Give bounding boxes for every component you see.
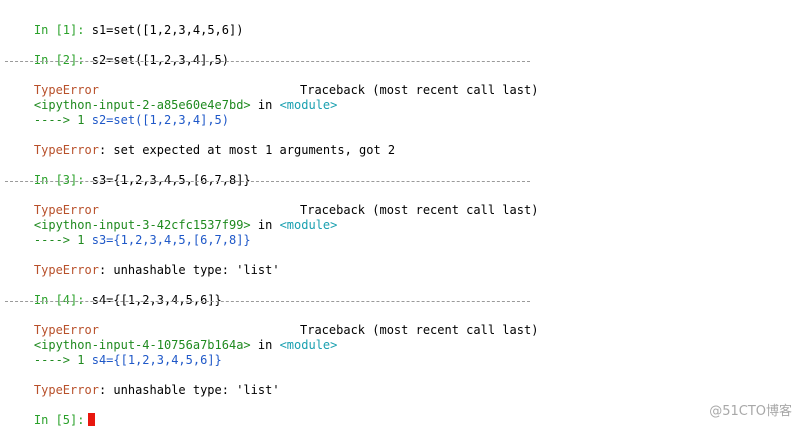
error-message-line: TypeError: unhashable type: 'list' (33, 383, 280, 397)
text-cursor[interactable] (88, 413, 96, 426)
arrow-marker: ----> 1 (33, 353, 85, 367)
in-word: in (257, 218, 273, 232)
module-reference: <module> (279, 338, 338, 352)
module-reference: <module> (279, 98, 338, 112)
input-line-1: In [1]: s1=set([1,2,3,4,5,6]) (5, 8, 244, 37)
error-type: TypeError (33, 83, 99, 97)
traceback-divider (5, 301, 530, 302)
traceback-location: <ipython-input-2-a85e60e4e7bd> in <modul… (5, 83, 337, 112)
error-type: TypeError (33, 263, 99, 277)
input-prompt: In [3]: (33, 173, 85, 187)
input-code: s1=set([1,2,3,4,5,6]) (91, 23, 244, 37)
traceback-header: TypeError Traceback (most recent call las… (5, 308, 539, 337)
arrow-marker: ----> 1 (33, 113, 85, 127)
error-code: s2=set([1,2,3,4],5) (91, 113, 229, 127)
error-type: TypeError (33, 143, 99, 157)
traceback-location: <ipython-input-4-10756a7b164a> in <modul… (5, 323, 337, 352)
traceback-header: TypeError Traceback (most recent call las… (5, 188, 539, 217)
input-code: s2=set([1,2,3,4],5) (91, 53, 229, 67)
traceback-divider (5, 61, 530, 62)
error-code: s4={[1,2,3,4,5,6]} (91, 353, 222, 367)
error-message-line: TypeError: unhashable type: 'list' (33, 263, 280, 277)
error-message: unhashable type: 'list' (113, 263, 280, 277)
input-line-4: In [4]: s4={[1,2,3,4,5,6]} (5, 278, 222, 307)
traceback-title: Traceback (most recent call last) (300, 203, 539, 217)
input-line-5[interactable]: In [5]: (5, 398, 96, 427)
in-word: in (257, 98, 273, 112)
traceback-title: Traceback (most recent call last) (300, 83, 539, 97)
input-reference: <ipython-input-2-a85e60e4e7bd> (33, 98, 251, 112)
input-prompt: In [2]: (33, 53, 85, 67)
error-code: s3={1,2,3,4,5,[6,7,8]} (91, 233, 251, 247)
arrow-marker: ----> 1 (33, 233, 85, 247)
input-prompt: In [5]: (33, 413, 85, 427)
input-line-2: In [2]: s2=set([1,2,3,4],5) (5, 38, 229, 67)
input-prompt: In [4]: (33, 293, 85, 307)
traceback-code-line: ----> 1 s3={1,2,3,4,5,[6,7,8]} (5, 218, 251, 247)
input-code: s3={1,2,3,4,5,[6,7,8]} (91, 173, 251, 187)
input-reference: <ipython-input-3-42cfc1537f99> (33, 218, 251, 232)
traceback-title: Traceback (most recent call last) (300, 323, 539, 337)
error-type: TypeError (33, 383, 99, 397)
traceback-location: <ipython-input-3-42cfc1537f99> in <modul… (5, 203, 337, 232)
traceback-header: TypeError Traceback (most recent call las… (5, 68, 539, 97)
in-word: in (257, 338, 273, 352)
input-prompt: In [1]: (33, 23, 85, 37)
traceback-code-line: ----> 1 s2=set([1,2,3,4],5) (5, 98, 229, 127)
input-code: s4={[1,2,3,4,5,6]} (91, 293, 222, 307)
traceback-divider (5, 181, 530, 182)
error-message: unhashable type: 'list' (113, 383, 280, 397)
module-reference: <module> (279, 218, 338, 232)
traceback-code-line: ----> 1 s4={[1,2,3,4,5,6]} (5, 338, 222, 367)
error-message-line: TypeError: set expected at most 1 argume… (33, 143, 396, 157)
input-reference: <ipython-input-4-10756a7b164a> (33, 338, 251, 352)
error-message: set expected at most 1 arguments, got 2 (113, 143, 396, 157)
error-type: TypeError (33, 203, 99, 217)
error-type: TypeError (33, 323, 99, 337)
watermark: @51CTO博客 (709, 404, 792, 419)
input-line-3: In [3]: s3={1,2,3,4,5,[6,7,8]} (5, 158, 251, 187)
